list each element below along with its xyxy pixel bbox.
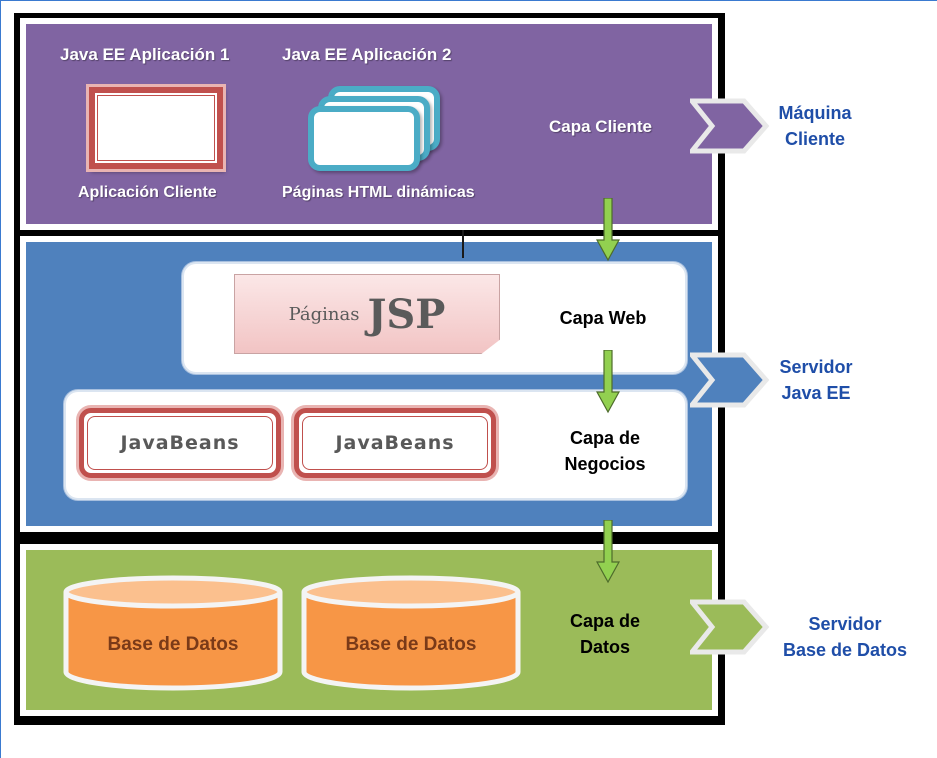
database-icon xyxy=(63,575,283,691)
chevron-right-icon xyxy=(690,352,770,408)
machine-label-server: Servidor Java EE xyxy=(756,354,876,406)
data-tier-label: Capa de Datos xyxy=(550,608,660,660)
tier-connector-line xyxy=(462,230,464,258)
database-cylinder-2: Base de Datos xyxy=(298,574,524,692)
app1-heading: Java EE Aplicación 1 xyxy=(60,45,230,64)
client-application-window-icon xyxy=(89,87,223,169)
down-arrow-icon xyxy=(596,198,620,262)
machine-label-database-line2: Base de Datos xyxy=(782,640,908,660)
chevron-right-icon xyxy=(690,98,770,154)
html-page-card-front xyxy=(308,106,420,171)
down-arrow-icon xyxy=(596,520,620,584)
frame-top-border xyxy=(0,0,937,1)
database-label-2: Base de Datos xyxy=(345,634,477,655)
javabean-box-2: JavaBeans xyxy=(294,408,496,478)
down-arrow-icon xyxy=(596,350,620,414)
jsp-pages-document: Páginas JSP xyxy=(234,274,500,354)
javabean-label-1: JavaBeans xyxy=(120,432,240,454)
database-cylinder-1: Base de Datos xyxy=(60,574,286,692)
machine-label-client: Máquina Cliente xyxy=(760,100,870,152)
machine-label-client-line2: Cliente xyxy=(784,129,845,149)
data-tier-label-line1: Capa de xyxy=(569,611,641,631)
business-tier-label-line2: Negocios xyxy=(564,454,646,474)
frame-left-border xyxy=(0,0,1,758)
database-icon xyxy=(301,575,521,691)
app1-caption: Aplicación Cliente xyxy=(78,184,217,201)
chevron-right-icon xyxy=(690,599,770,655)
machine-label-client-line1: Máquina xyxy=(778,103,852,123)
web-tier-label: Capa Web xyxy=(559,308,647,328)
jsp-prefix-text: Páginas xyxy=(288,303,360,325)
database-label-1: Base de Datos xyxy=(107,634,239,655)
javabean-label-2: JavaBeans xyxy=(335,432,455,454)
machine-label-database-line1: Servidor xyxy=(808,614,882,634)
machine-label-database: Servidor Base de Datos xyxy=(770,611,920,663)
data-tier-label-line2: Datos xyxy=(579,637,630,657)
app2-caption: Páginas HTML dinámicas xyxy=(282,184,475,201)
app2-heading: Java EE Aplicación 2 xyxy=(282,45,452,64)
business-tier-label: Capa de Negocios xyxy=(550,425,660,477)
machine-label-server-line2: Java EE xyxy=(781,383,851,403)
jsp-main-text: JSP xyxy=(367,290,446,338)
machine-label-server-line1: Servidor xyxy=(779,357,853,377)
client-tier-label: Capa Cliente xyxy=(549,117,652,136)
javabean-box-1: JavaBeans xyxy=(79,408,281,478)
business-tier-label-line1: Capa de xyxy=(569,428,641,448)
